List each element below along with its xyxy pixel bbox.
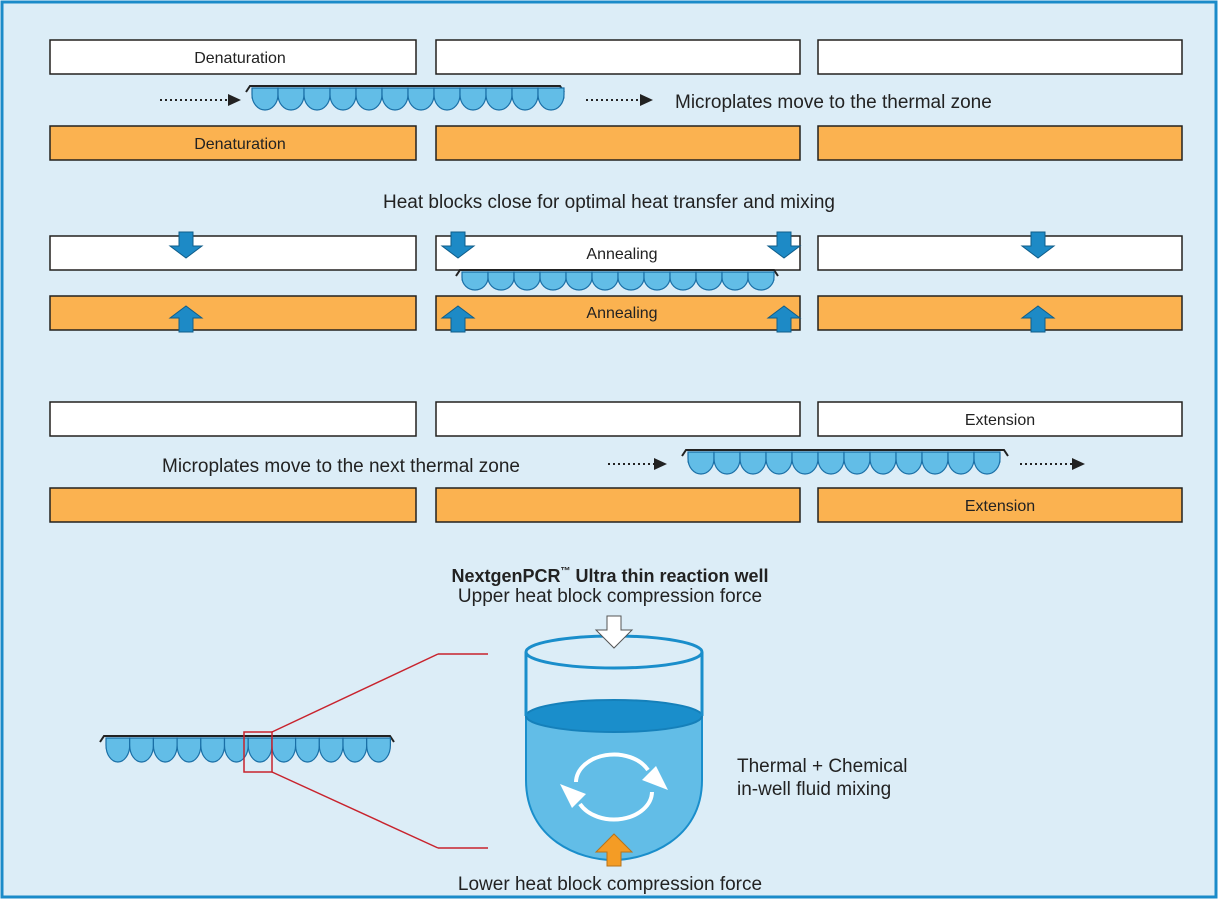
- dotted-arrow-right-icon: [586, 94, 653, 106]
- lower-heat-block: [49, 295, 417, 331]
- lower-heat-block: [49, 487, 417, 523]
- lower-block-label: Denaturation: [194, 136, 286, 153]
- circular-arrows-icon: [560, 752, 668, 822]
- blue-arrow-up-icon: [1020, 305, 1056, 333]
- lower-heat-block: [435, 295, 801, 331]
- lower-heat-block: [817, 125, 1183, 161]
- well: [973, 451, 1001, 475]
- microplate-strip-icon: [681, 449, 1009, 475]
- step3-caption: Microplates move to the next thermal zon…: [162, 456, 520, 477]
- upper-heat-block: [49, 235, 417, 271]
- dotted-arrow-right-icon: [1020, 458, 1085, 470]
- zoom-highlight-box: [243, 731, 273, 773]
- upper-heat-block: [817, 39, 1183, 75]
- lower-heat-block: [49, 125, 417, 161]
- step2-caption: Heat blocks close for optimal heat trans…: [383, 192, 835, 213]
- lower-block-label: Extension: [965, 498, 1035, 515]
- step1-caption: Microplates move to the thermal zone: [675, 92, 992, 113]
- zoom-line: [271, 771, 439, 849]
- microplate-strip-icon: [99, 735, 395, 763]
- white-arrow-down-icon: [594, 615, 634, 649]
- upper-heat-block: [435, 401, 801, 437]
- step1-group: Denaturation Microplates move to the the…: [49, 39, 1183, 161]
- zoom-line: [271, 653, 439, 733]
- detail-title: NextgenPCR™ Ultra thin reaction well: [451, 566, 768, 586]
- lower-heat-block: [435, 125, 801, 161]
- upper-heat-block: [49, 39, 417, 75]
- lower-heat-block: [817, 487, 1183, 523]
- dotted-arrow-right-icon: [608, 458, 667, 470]
- mixing-label-line2: in-well fluid mixing: [737, 779, 891, 800]
- blue-arrow-up-icon: [766, 305, 802, 333]
- upper-block-label: Extension: [965, 412, 1035, 429]
- blue-arrow-down-icon: [1020, 231, 1056, 259]
- orange-arrow-up-icon: [594, 833, 634, 867]
- lower-force-label: Lower heat block compression force: [458, 874, 762, 895]
- lower-heat-block: [435, 487, 801, 523]
- upper-force-label: Upper heat block compression force: [458, 586, 762, 607]
- blue-arrow-up-icon: [168, 305, 204, 333]
- lower-block-label: Annealing: [586, 305, 657, 322]
- upper-heat-block: [435, 39, 801, 75]
- dotted-arrow-right-icon: [160, 94, 241, 106]
- well: [366, 737, 391, 763]
- mixing-label-line1: Thermal + Chemical: [737, 756, 908, 777]
- lower-heat-block: [817, 295, 1183, 331]
- blue-arrow-down-icon: [168, 231, 204, 259]
- blue-arrow-down-icon: [440, 231, 476, 259]
- well: [537, 87, 565, 111]
- blue-arrow-down-icon: [766, 231, 802, 259]
- upper-heat-block: [435, 235, 801, 271]
- upper-heat-block: [817, 235, 1183, 271]
- upper-block-label: Denaturation: [194, 50, 286, 67]
- step3-group: Extension Microplates move to the next t…: [49, 401, 1183, 523]
- upper-heat-block: [49, 401, 417, 437]
- upper-heat-block: [817, 401, 1183, 437]
- well: [747, 271, 775, 291]
- step2-group: Annealing Annealing: [49, 231, 1183, 333]
- upper-block-label: Annealing: [586, 246, 657, 263]
- blue-arrow-up-icon: [440, 305, 476, 333]
- microplate-strip-icon: [245, 85, 565, 111]
- reaction-well-detail: NextgenPCR™ Ultra thin reaction well Upp…: [99, 566, 908, 895]
- reaction-well-icon: [524, 634, 704, 862]
- microplate-strip-icon: [455, 269, 779, 291]
